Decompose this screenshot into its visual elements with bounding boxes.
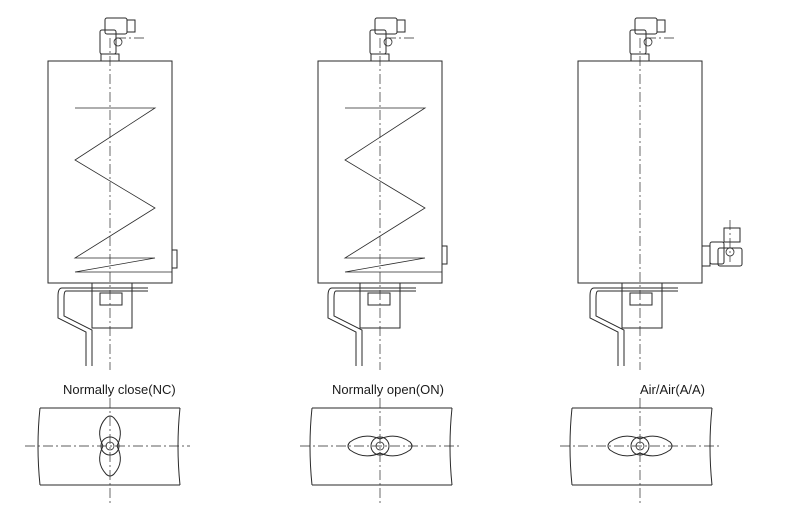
top-view-no bbox=[300, 398, 462, 505]
actuator-no: Normally open(ON) bbox=[300, 17, 462, 505]
actuator-aa: Air/Air(A/A) bbox=[560, 17, 743, 505]
top-view-nc bbox=[25, 398, 190, 505]
indicator-handle-horizontal bbox=[347, 435, 413, 457]
actuator-label: Normally close(NC) bbox=[63, 382, 176, 397]
top-view-aa bbox=[560, 398, 722, 505]
indicator-handle-vertical bbox=[99, 415, 121, 477]
mounting-bracket bbox=[589, 287, 678, 366]
top-air-fitting bbox=[629, 17, 666, 62]
actuator-label: Air/Air(A/A) bbox=[640, 382, 705, 397]
top-air-fitting bbox=[369, 17, 406, 62]
actuator-label: Normally open(ON) bbox=[332, 382, 444, 397]
spring bbox=[73, 107, 172, 273]
mounting-bracket bbox=[327, 287, 416, 366]
spring bbox=[343, 107, 442, 273]
top-air-fitting bbox=[99, 17, 136, 62]
actuator-nc: Normally close(NC) bbox=[25, 17, 190, 505]
side-air-fitting bbox=[701, 220, 743, 267]
indicator-handle-horizontal bbox=[607, 435, 673, 457]
mounting-bracket bbox=[57, 287, 148, 366]
